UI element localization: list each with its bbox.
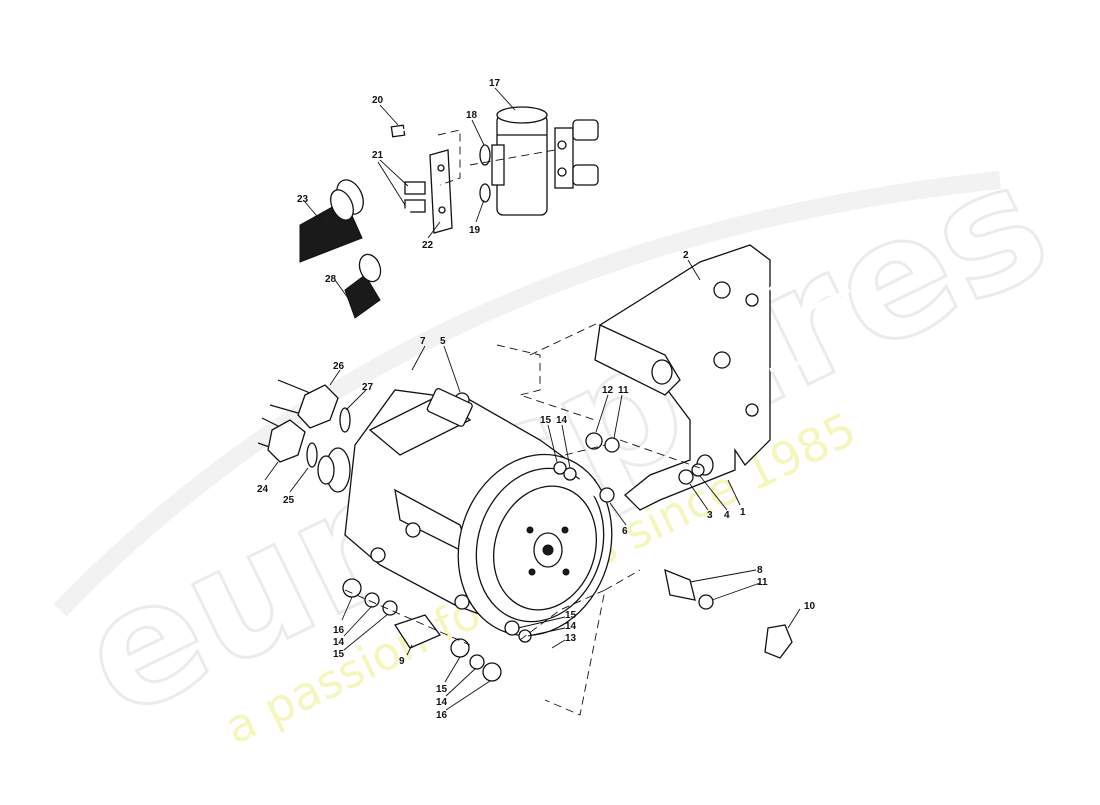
callout-11-lower: 11 — [757, 577, 768, 588]
callout-15-left: 15 — [333, 649, 345, 660]
union-nut-24 — [267, 419, 306, 463]
callout-14-top: 14 — [556, 415, 568, 426]
callout-25: 25 — [283, 495, 295, 506]
callout-27: 27 — [362, 382, 374, 393]
callout-13: 13 — [565, 633, 577, 644]
leader-lines — [264, 87, 801, 711]
nut-3 — [678, 469, 694, 485]
hardware — [342, 432, 793, 700]
spacer-9 — [393, 614, 442, 649]
callout-16-bottom: 16 — [436, 710, 448, 721]
callout-23: 23 — [297, 194, 309, 205]
union-nut-26 — [297, 384, 339, 429]
washer-4 — [691, 463, 705, 477]
receiver-drier-assembly — [299, 106, 599, 319]
nut-12 — [585, 432, 603, 450]
o-ring-18 — [479, 144, 491, 166]
callout-19: 19 — [469, 225, 481, 236]
hose-23 — [299, 179, 364, 263]
callout-12: 12 — [602, 385, 614, 396]
callout-14-right: 14 — [565, 621, 577, 632]
clutch-pulley — [457, 453, 613, 637]
callout-10: 10 — [804, 601, 816, 612]
callout-18: 18 — [466, 110, 478, 121]
watermark-swoosh — [53, 171, 1001, 617]
o-ring-25 — [306, 442, 318, 468]
callout-24: 24 — [257, 484, 269, 495]
nut-16a — [342, 578, 362, 598]
callout-1: 1 — [740, 507, 746, 518]
flange-plate-22 — [429, 149, 453, 234]
callout-15-right: 15 — [565, 610, 577, 621]
washer-11 — [604, 437, 620, 453]
callout-14-left: 14 — [333, 637, 345, 648]
callout-9: 9 — [399, 656, 405, 667]
compressor-assembly — [317, 372, 613, 637]
watermark: eurospares a passion for parts since 198… — [51, 124, 1076, 757]
callout-11-upper: 11 — [618, 385, 629, 396]
hose-fittings-21 — [404, 181, 426, 213]
callout-7: 7 — [420, 336, 426, 347]
hose-28 — [344, 253, 382, 319]
fittings-24-27 — [257, 379, 351, 468]
watermark-brand: eurospares — [53, 125, 1075, 755]
bracket-studs — [768, 260, 851, 414]
callout-21: 21 — [372, 150, 384, 161]
callout-14-bottom: 14 — [436, 697, 448, 708]
callout-3: 3 — [707, 510, 713, 521]
valve-bracket — [554, 119, 599, 189]
callout-6: 6 — [622, 526, 628, 537]
callout-20: 20 — [372, 95, 384, 106]
callout-4: 4 — [724, 510, 730, 521]
callout-5: 5 — [440, 336, 446, 347]
callout-26: 26 — [333, 361, 345, 372]
callout-2: 2 — [683, 250, 689, 261]
o-ring-27 — [339, 407, 351, 433]
callout-8: 8 — [757, 565, 763, 576]
callout-28: 28 — [325, 274, 337, 285]
callout-15-top: 15 — [540, 415, 552, 426]
callout-22: 22 — [422, 240, 434, 251]
bolt-7 — [406, 372, 428, 389]
washer-11b — [698, 594, 714, 610]
o-ring-19 — [479, 183, 491, 203]
receiver-drier-17 — [491, 106, 548, 216]
callout-labels: 1 2 3 4 5 6 7 8 9 10 11 11 12 13 14 14 1… — [257, 78, 816, 721]
callout-16-left: 16 — [333, 625, 345, 636]
alignment-lines — [344, 321, 701, 716]
mounting-bracket-2 — [594, 244, 851, 511]
bolt-20 — [390, 124, 441, 138]
callout-17: 17 — [489, 78, 501, 89]
nut-16b — [482, 662, 502, 682]
callout-15-bottom: 15 — [436, 684, 448, 695]
